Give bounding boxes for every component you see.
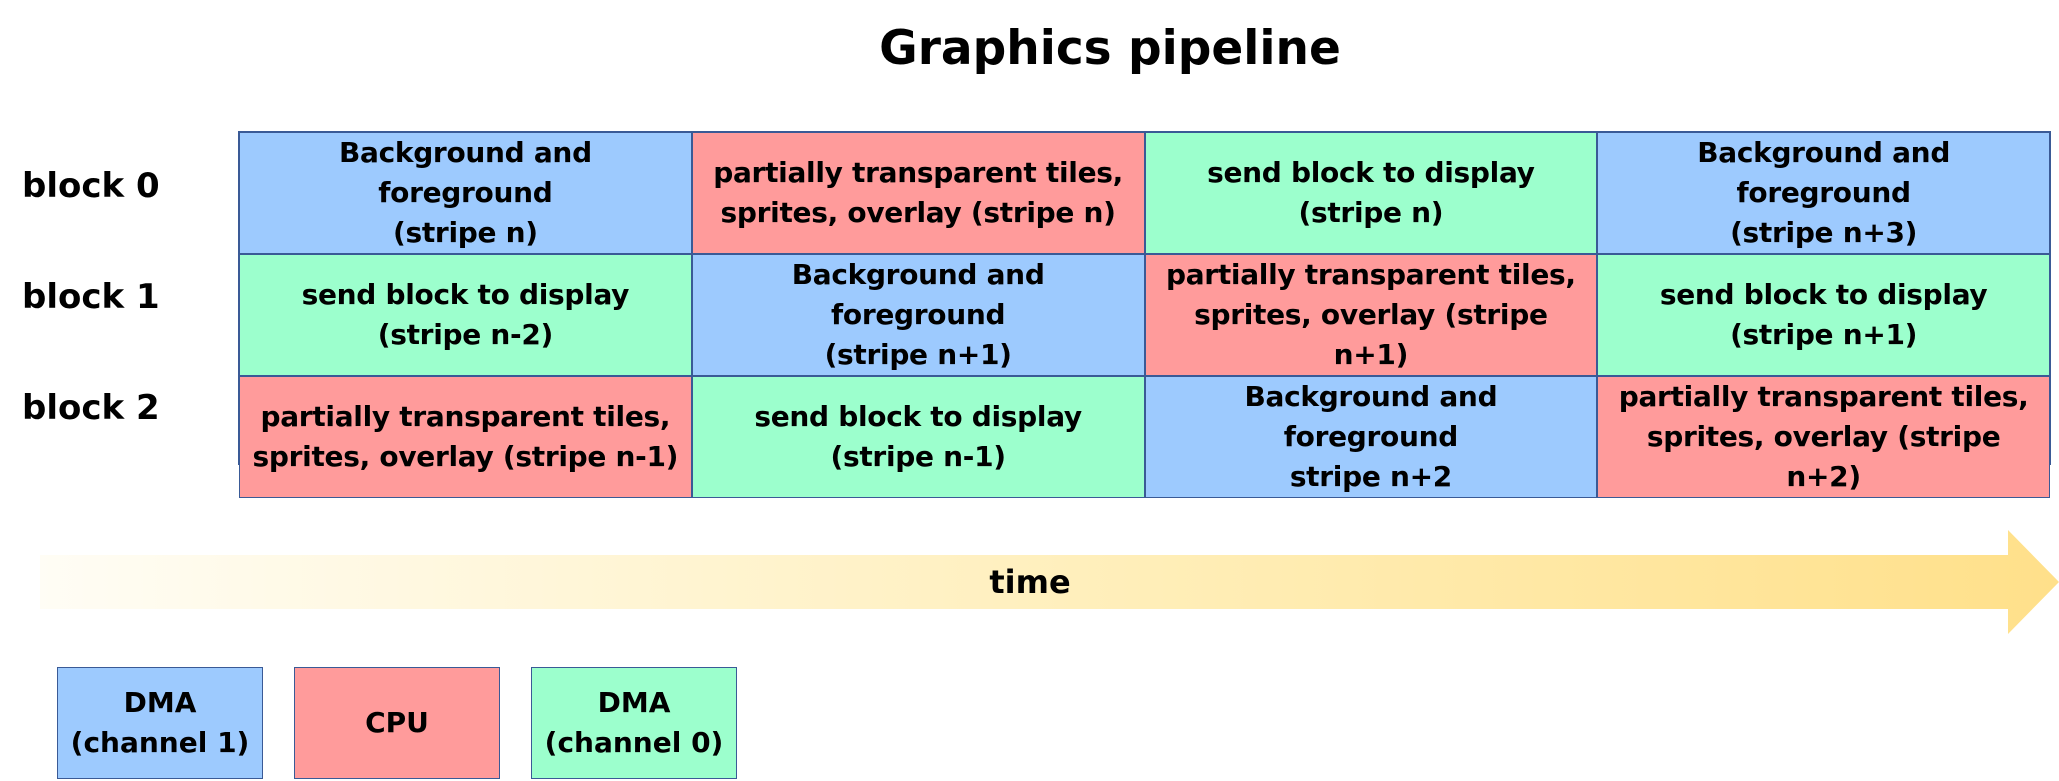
legend-cpu: CPU [294, 667, 500, 779]
pipeline-cell: Background and foreground stripe n+2 [1144, 376, 1598, 498]
pipeline-cell: send block to display (stripe n-2) [239, 254, 692, 376]
legend-dma-channel-1: DMA (channel 1) [57, 667, 263, 779]
row-label-block-1: block 1 [22, 277, 160, 317]
pipeline-cell: partially transparent tiles, sprites, ov… [1597, 376, 2050, 498]
legend-dma-channel-0: DMA (channel 0) [531, 667, 737, 779]
pipeline-cell: partially transparent tiles, sprites, ov… [1144, 254, 1598, 376]
row-label-block-0: block 0 [22, 166, 160, 206]
row-label-block-2: block 2 [22, 388, 160, 428]
time-label: time [989, 563, 1071, 601]
pipeline-cell: send block to display (stripe n-1) [691, 376, 1145, 498]
pipeline-cell: partially transparent tiles, sprites, ov… [691, 132, 1145, 254]
time-arrow [40, 530, 2059, 634]
pipeline-cell: Background and foreground (stripe n+1) [691, 254, 1145, 376]
diagram-title: Graphics pipeline [879, 21, 1341, 76]
pipeline-cell: send block to display (stripe n) [1144, 132, 1598, 254]
pipeline-cell: partially transparent tiles, sprites, ov… [239, 376, 692, 498]
pipeline-cell: Background and foreground (stripe n) [239, 132, 692, 254]
pipeline-cell: Background and foreground (stripe n+3) [1597, 132, 2050, 254]
pipeline-cell: send block to display (stripe n+1) [1597, 254, 2050, 376]
pipeline-grid: Background and foreground (stripe n) par… [238, 131, 2051, 498]
